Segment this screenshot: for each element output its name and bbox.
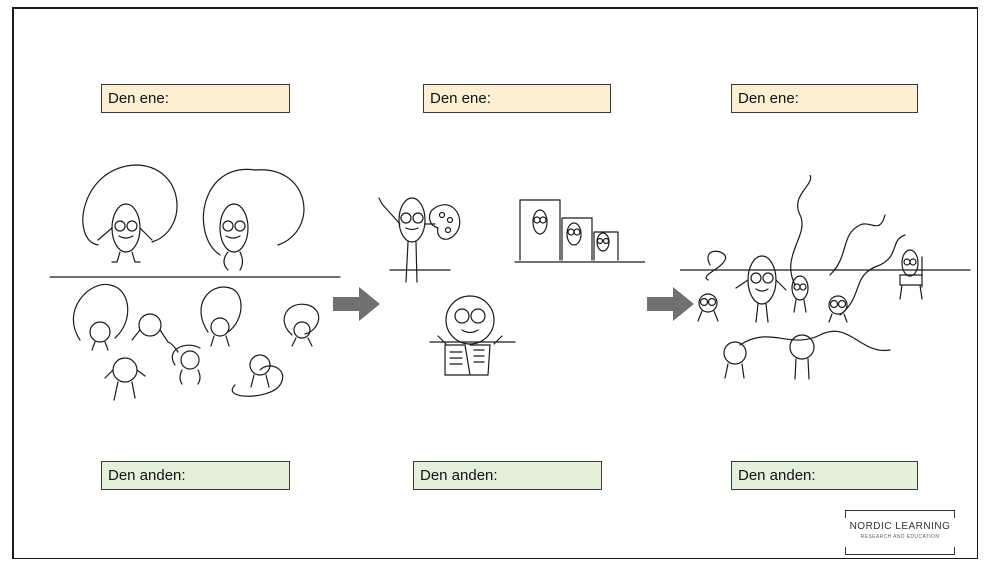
squiggle bbox=[790, 175, 812, 286]
panel-1-bottom-label: Den anden: bbox=[101, 461, 290, 490]
illustration-individuals bbox=[378, 197, 645, 376]
figure-left-big-bubble bbox=[82, 164, 178, 263]
figure-painter bbox=[378, 197, 461, 283]
figure-right-big-bubble bbox=[202, 168, 305, 271]
panel-1-top-label: Den ene: bbox=[101, 84, 290, 113]
figure-seated-chair bbox=[899, 249, 923, 300]
squiggle bbox=[839, 234, 906, 316]
nordic-learning-logo: NORDIC LEARNING RESEARCH AND EDUCATION bbox=[845, 510, 955, 555]
arrow-right-icon bbox=[333, 287, 380, 321]
logo-brand: NORDIC LEARNING bbox=[849, 521, 951, 532]
panel-2-top-label: Den ene: bbox=[423, 84, 611, 113]
logo-bracket-bottom bbox=[845, 547, 955, 555]
squiggle bbox=[739, 330, 891, 352]
figure-high-jump bbox=[514, 199, 645, 263]
panel-3-bottom-label: Den anden: bbox=[731, 461, 918, 490]
panel-3-top-label: Den ene: bbox=[731, 84, 918, 113]
panel-2-bottom-label: Den anden: bbox=[413, 461, 602, 490]
squiggle bbox=[829, 214, 886, 276]
group-figures-below bbox=[72, 283, 320, 401]
squiggle bbox=[705, 250, 726, 281]
illustration-hierarchy bbox=[49, 164, 341, 401]
illustration-interaction bbox=[680, 175, 971, 380]
figure-group bbox=[697, 255, 848, 380]
logo-bracket-top bbox=[845, 510, 955, 518]
arrow-right-icon bbox=[647, 287, 694, 321]
figure-reader-with-book bbox=[429, 295, 516, 376]
logo-tagline: RESEARCH AND EDUCATION bbox=[860, 534, 940, 540]
